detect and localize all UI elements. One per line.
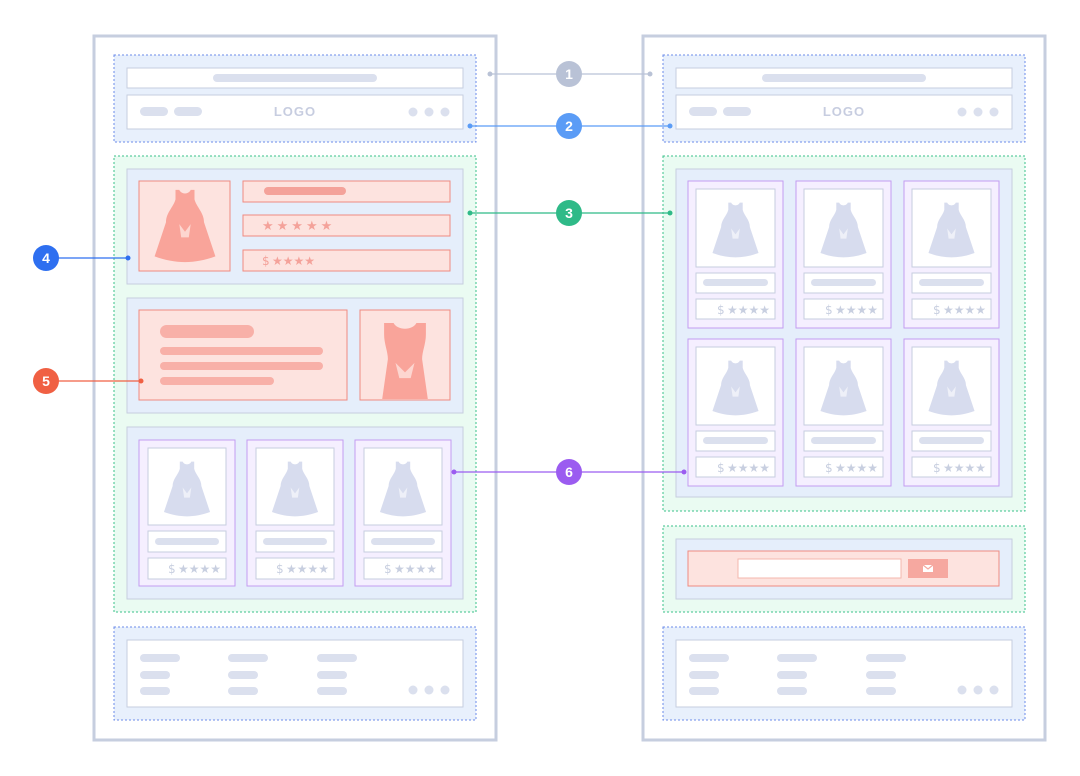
- callout-2: 2: [467, 113, 673, 139]
- left-product-price-symbol: $: [262, 254, 270, 268]
- price-symbol: $: [276, 562, 284, 576]
- price-symbol: $: [168, 562, 176, 576]
- right-top-bar-placeholder: [762, 74, 926, 82]
- right-footer: [675, 639, 1013, 708]
- price-symbol: $: [717, 303, 725, 317]
- price-stars: ★★★★: [835, 461, 878, 475]
- callout-number-4: 4: [42, 250, 50, 266]
- dress-icon: [379, 461, 427, 517]
- callout-number-3: 3: [565, 205, 573, 221]
- dress-icon: [928, 360, 975, 416]
- left-banner-heading-placeholder: [160, 325, 254, 338]
- right-card-4: $★★★★: [687, 338, 784, 487]
- right-footer-links: [689, 654, 999, 695]
- callout-1: 1: [487, 61, 653, 87]
- callout-number-1: 1: [565, 66, 573, 82]
- right-product-grid: $★★★★$★★★★$★★★★$★★★★$★★★★$★★★★: [687, 180, 1000, 487]
- right-nav-dot-1: [957, 107, 967, 117]
- callout-badge-4: [33, 245, 59, 271]
- price-stars: ★★★★: [178, 562, 221, 576]
- callout-number-5: 5: [42, 373, 50, 389]
- right-card-5: $★★★★: [795, 338, 892, 487]
- left-card-1: $ ★★★★: [138, 439, 236, 587]
- left-nav-dot-2: [424, 107, 434, 117]
- dress-icon: [820, 202, 867, 258]
- right-nav-pill-1: [689, 107, 717, 116]
- left-nav-dot-1: [408, 107, 418, 117]
- price-symbol: $: [933, 303, 941, 317]
- dress-icon: [712, 202, 759, 258]
- price-symbol: $: [825, 303, 833, 317]
- price-symbol: $: [384, 562, 392, 576]
- left-banner-line-2: [160, 362, 323, 370]
- price-stars: ★★★★: [727, 461, 770, 475]
- dress-icon: [382, 323, 428, 399]
- dress-icon: [163, 461, 211, 517]
- newsletter-email-input[interactable]: [737, 558, 902, 579]
- right-nav-dot-2: [973, 107, 983, 117]
- callout-4: 4: [33, 245, 131, 271]
- left-product-rating-stars: ★★★★★: [262, 219, 335, 234]
- left-footer: [126, 639, 464, 708]
- left-banner-line-3: [160, 377, 274, 385]
- price-stars: ★★★★: [286, 562, 329, 576]
- dress-icon: [712, 360, 759, 416]
- callout-badge-5: [33, 368, 59, 394]
- left-page: LOGO ★★★★★ $ ★★★★: [92, 34, 498, 742]
- left-nav-pill-2: [174, 107, 202, 116]
- dress-icon: [271, 461, 319, 517]
- price-stars: ★★★★: [943, 303, 986, 317]
- callout-3: 3: [467, 200, 673, 226]
- left-product-price-field: [242, 249, 451, 272]
- left-product-title-placeholder: [264, 187, 346, 195]
- left-footer-links: [140, 654, 450, 695]
- dress-icon: [820, 360, 867, 416]
- right-page: LOGO $★★★★$★★★★$★★★★$★★★★$★★★★$★★★★: [641, 34, 1047, 742]
- price-symbol: $: [825, 461, 833, 475]
- callout-badge-3: [556, 200, 582, 226]
- left-top-bar-placeholder: [213, 74, 377, 82]
- price-stars: ★★★★: [727, 303, 770, 317]
- price-stars: ★★★★: [943, 461, 986, 475]
- callout-number-2: 2: [565, 118, 573, 134]
- callout-badge-6: [556, 459, 582, 485]
- left-card-2: $ ★★★★: [246, 439, 344, 587]
- callout-6: 6: [451, 459, 687, 485]
- price-stars: ★★★★: [835, 303, 878, 317]
- right-nav-pill-2: [723, 107, 751, 116]
- left-product-rating-field: [242, 214, 451, 237]
- callout-5: 5: [33, 368, 144, 394]
- right-card-3: $★★★★: [903, 180, 1000, 329]
- left-logo-text: LOGO: [274, 104, 316, 119]
- right-card-1: $★★★★: [687, 180, 784, 329]
- right-nav-dot-3: [989, 107, 999, 117]
- envelope-icon: [922, 564, 934, 572]
- dress-icon: [154, 189, 216, 263]
- left-nav-pill-1: [140, 107, 168, 116]
- callout-number-6: 6: [565, 464, 573, 480]
- dress-icon: [928, 202, 975, 258]
- left-banner-line-1: [160, 347, 323, 355]
- right-card-6: $★★★★: [903, 338, 1000, 487]
- price-symbol: $: [717, 461, 725, 475]
- left-card-3: $ ★★★★: [354, 439, 452, 587]
- left-nav-dot-3: [440, 107, 450, 117]
- right-card-2: $★★★★: [795, 180, 892, 329]
- callout-badge-2: [556, 113, 582, 139]
- price-stars: ★★★★: [394, 562, 437, 576]
- left-product-title-field: [242, 180, 451, 203]
- right-logo-text: LOGO: [823, 104, 865, 119]
- price-symbol: $: [933, 461, 941, 475]
- callout-badge-1: [556, 61, 582, 87]
- left-product-price-stars: ★★★★: [272, 254, 315, 268]
